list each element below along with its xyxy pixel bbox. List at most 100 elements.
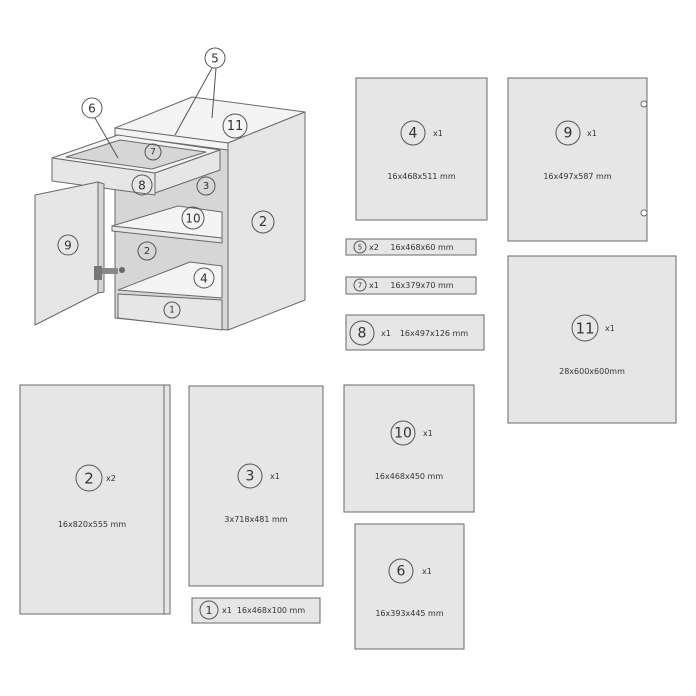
cabinet-front-rail [114,127,229,151]
panel-shape [19,384,165,615]
panel-shape [345,276,477,295]
drawer-front [51,157,156,196]
callout-2: 2 [251,210,275,234]
callout-8: 8 [131,174,153,196]
part-panel-9: 9 x1 16x497x587 mm [507,77,648,242]
part-number: 9 [564,126,573,142]
callout-circle [57,234,79,256]
callout-7: 7 [144,143,162,161]
part-quantity: x1 [222,606,232,615]
part-dimensions: 16x468x450 mm [375,472,444,481]
callout-number: 2 [259,215,267,230]
part-number-circle [400,120,426,146]
part-dimensions: 16x379x70 mm [390,281,453,290]
part-number-circle [555,120,581,146]
hinge-icon [94,266,125,280]
part-number: 6 [397,564,406,580]
callout-circle [137,241,157,261]
callout-layer: 5 6 11 7 8 3 10 2 9 4 1 2 [57,47,275,319]
part-quantity: x1 [433,129,443,138]
part-quantity: x1 [270,472,280,481]
part-number-circle [353,278,367,292]
hinge-hole-icon [640,209,648,217]
callout-6: 6 [81,97,103,119]
part-number-circle [349,320,375,346]
panel-shape [345,238,477,256]
part-number: 8 [358,326,367,342]
callout-10: 10 [181,206,205,230]
part-number-circle [390,420,416,446]
part-number: 11 [575,320,594,338]
panel-shape [507,77,648,242]
callout-4: 4 [193,267,215,289]
part-dimensions: 3x718x481 mm [224,515,287,524]
part-number: 5 [358,244,362,252]
callout-circle [81,97,103,119]
part-number-circle [75,464,103,492]
part-panel-6: 6 x1 16x393x445 mm [354,523,465,650]
callout-circle [163,301,181,319]
part-number: 2 [84,470,94,488]
callout-circle [144,143,162,161]
part-dimensions: 16x820x555 mm [58,520,127,529]
part-quantity: x1 [422,567,432,576]
part-number-circle [388,558,414,584]
callout-1: 1 [163,301,181,319]
callout-number: 4 [200,272,208,286]
part-panel-10: 10 x1 16x468x450 mm [343,384,475,513]
door-edge [97,181,105,294]
panel-edge [163,384,171,615]
hinge-hole-icon [640,100,648,108]
part-panel-5: 5 x2 16x468x60 mm [345,238,477,256]
part-number: 3 [246,469,255,485]
middle-shelf-edge [111,225,223,244]
part-number: 7 [358,282,362,290]
callout-number: 7 [150,148,156,158]
plinth [117,293,223,331]
part-quantity: x1 [587,129,597,138]
callout-number: 3 [203,181,209,192]
part-number: 4 [409,126,418,142]
part-dimensions: 28x600x600mm [559,367,625,376]
part-panel-8: 8 x1 16x497x126 mm [345,314,485,351]
part-number: 10 [394,426,412,442]
callout-circle [196,176,216,196]
part-quantity: x2 [106,474,116,483]
callout-5: 5 [204,47,226,69]
callout-9: 9 [57,234,79,256]
callout-5-leader [174,67,213,136]
part-panel-11: 11 x1 28x600x600mm [507,255,677,424]
bottom-shelf [117,261,223,299]
part-quantity: x1 [605,324,615,333]
part-number-circle [353,240,367,254]
callout-number: 1 [169,306,175,316]
part-number-circle [237,463,263,489]
part-number: 1 [206,604,213,617]
part-dimensions: 16x468x60 mm [390,243,453,252]
part-dimensions: 16x497x587 mm [543,172,612,181]
callout-circle [204,47,226,69]
part-panel-1: 1 x1 16x468x100 mm [191,597,321,624]
part-dimensions: 16x497x126 mm [400,329,469,338]
callout-2: 2 [137,241,157,261]
part-quantity: x1 [423,429,433,438]
panel-shape [354,523,465,650]
callout-11: 11 [222,113,248,139]
callout-number: 6 [88,102,96,116]
part-dimensions: 16x393x445 mm [375,609,444,618]
callout-3: 3 [196,176,216,196]
callout-number: 9 [64,239,72,253]
part-dimensions: 16x468x100 mm [237,606,306,615]
panel-shape [345,314,485,351]
part-panel-2: 2 x2 16x820x555 mm [19,384,171,615]
part-quantity: x1 [381,329,391,338]
callout-number: 8 [138,179,146,193]
callout-number: 2 [144,246,150,257]
part-quantity: x2 [369,243,379,252]
callout-6-leader [94,117,119,159]
panel-shape [355,77,488,221]
